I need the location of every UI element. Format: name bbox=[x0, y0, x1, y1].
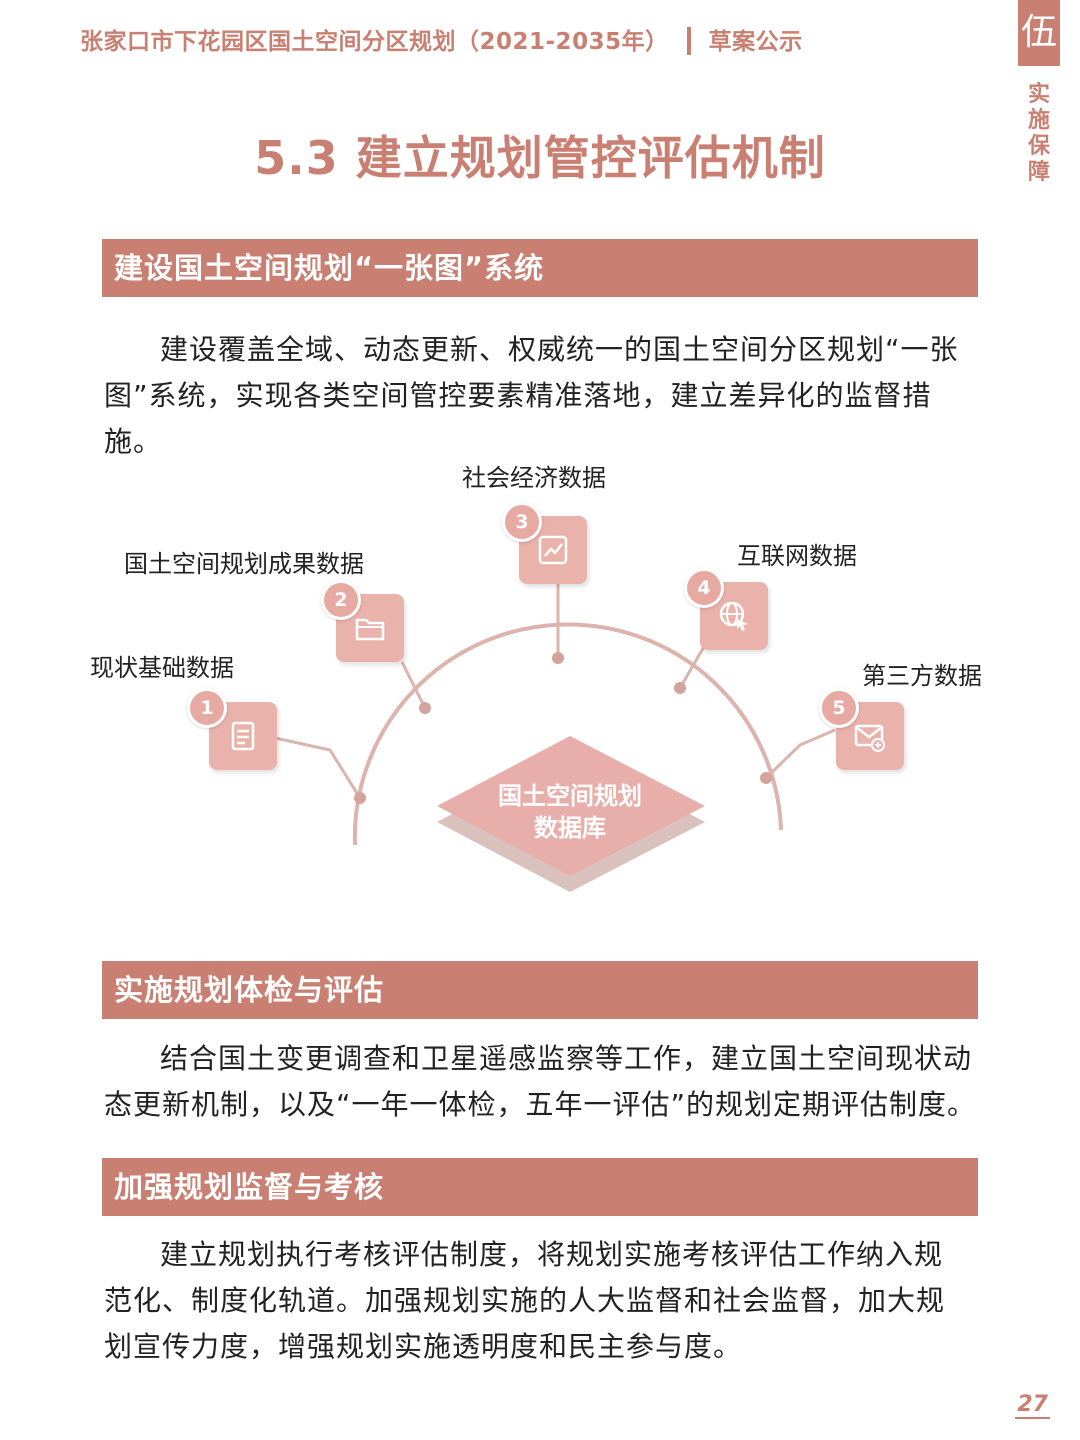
header-title: 张家口市下花园区国土空间分区规划（2021-2035年） bbox=[80, 29, 669, 55]
header-status: 草案公示 bbox=[708, 29, 803, 55]
source-label-4: 互联网数据 bbox=[737, 542, 857, 570]
chapter-tab: 伍 bbox=[1018, 0, 1060, 66]
header-separator bbox=[686, 26, 691, 55]
source-number-1: 1 bbox=[187, 688, 227, 728]
page-number: 27 bbox=[1015, 1392, 1050, 1419]
section-body-3: 建立规划执行考核评估制度，将规划实施考核评估工作纳入规范化、制度化轨道。加强规划… bbox=[104, 1238, 946, 1363]
center-diamond bbox=[437, 736, 705, 876]
source-number-5: 5 bbox=[819, 688, 859, 728]
source-number-3: 3 bbox=[502, 502, 542, 542]
center-database-label: 国土空间规划 数据库 bbox=[465, 780, 675, 844]
source-label-2: 国土空间规划成果数据 bbox=[124, 550, 364, 578]
data-sources-diagram: 现状基础数据 国土空间规划成果数据 社会经济数据 互联网数据 第三方数据 bbox=[0, 440, 1080, 920]
connector-5 bbox=[764, 728, 836, 780]
junction-dot bbox=[552, 652, 564, 664]
source-label-1: 现状基础数据 bbox=[90, 654, 234, 682]
mail-icon bbox=[854, 724, 885, 752]
source-number-4: 4 bbox=[684, 568, 724, 608]
junction-dot bbox=[760, 772, 772, 784]
page-title: 5.3 建立规划管控评估机制 bbox=[254, 131, 826, 185]
junction-dot bbox=[674, 682, 686, 694]
connector-2 bbox=[400, 661, 427, 709]
section-heading-2: 实施规划体检与评估 bbox=[102, 961, 978, 1019]
connector-1 bbox=[274, 736, 362, 799]
junction-dot bbox=[419, 702, 431, 714]
arc bbox=[352, 622, 783, 846]
connector-4 bbox=[678, 644, 707, 689]
source-number-2: 2 bbox=[321, 580, 361, 620]
globe-cursor-icon bbox=[719, 601, 748, 631]
chart-icon bbox=[538, 535, 568, 565]
junction-dot bbox=[354, 792, 366, 804]
running-header: 张家口市下花园区国土空间分区规划（2021-2035年） 草案公示 bbox=[80, 22, 803, 59]
section-heading-1: 建设国土空间规划“一张图”系统 bbox=[102, 239, 978, 297]
chapter-label: 实施保障 bbox=[1027, 82, 1050, 185]
center-line-2: 数据库 bbox=[534, 814, 606, 842]
document-icon bbox=[231, 721, 255, 751]
source-label-3: 社会经济数据 bbox=[462, 464, 606, 492]
section-body-1: 建设覆盖全域、动态更新、权威统一的国土空间分区规划“一张图”系统，实现各类空间管… bbox=[104, 333, 959, 458]
source-label-5: 第三方数据 bbox=[862, 662, 982, 690]
section-heading-3: 加强规划监督与考核 bbox=[102, 1158, 978, 1216]
section-body-2: 结合国土变更调查和卫星遥感监察等工作，建立国土空间现状动态更新机制，以及“一年一… bbox=[104, 1042, 977, 1121]
center-line-1: 国土空间规划 bbox=[498, 782, 642, 810]
folder-icon bbox=[355, 618, 385, 641]
diagram-connectors bbox=[274, 582, 836, 892]
